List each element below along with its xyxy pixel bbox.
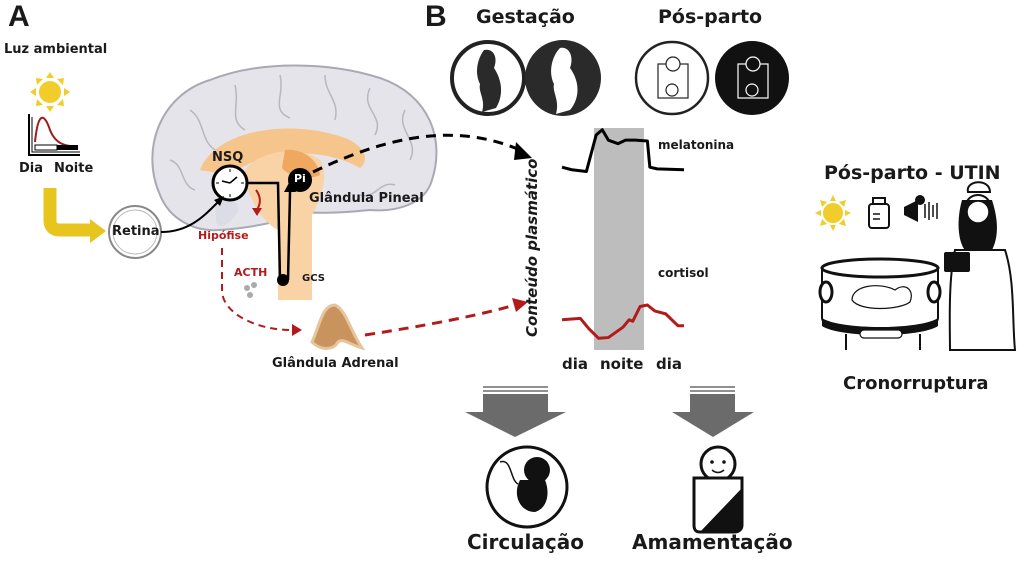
scg-label: GCS — [302, 273, 325, 284]
y-axis-label: Conteúdo plasmático — [523, 158, 541, 337]
light-curve-icon — [28, 114, 80, 156]
cortisol-label: cortisol — [658, 266, 709, 280]
pineal-gland-icon — [288, 168, 312, 192]
circulation-label: Circulação — [467, 530, 584, 554]
day-label: Dia — [19, 161, 44, 176]
adrenal-label: Glândula Adrenal — [272, 356, 399, 371]
chronodisruption-label: Cronorruptura — [843, 373, 989, 394]
light-to-retina-arrow — [43, 188, 106, 243]
mother-baby-icon-light — [634, 40, 710, 116]
adrenal-gland-icon — [310, 303, 366, 351]
pineal-short-label: Pi — [294, 172, 306, 185]
x-tick-day-1: dia — [562, 355, 589, 373]
baby-bottle-icon — [868, 197, 890, 229]
postpartum-title: Pós-parto — [658, 6, 763, 28]
noise-icon — [904, 195, 938, 222]
pregnancy-title: Gestação — [476, 6, 575, 28]
retina-label: Retina — [112, 224, 160, 239]
series-line-cortisol — [561, 303, 684, 340]
x-tick-day-2: dia — [656, 355, 683, 373]
series-line-melatonina — [561, 128, 685, 173]
down-arrow-breastfeeding — [672, 386, 754, 437]
nicu-title: Pós-parto - UTIN — [824, 162, 1001, 184]
swaddled-baby-icon — [692, 445, 744, 534]
pituitary-label: Hipófise — [198, 229, 249, 242]
panel-b-letter: B — [425, 0, 447, 33]
pregnant-woman-icon-light — [450, 40, 526, 116]
sun-icon-nicu — [815, 195, 851, 231]
panel-a-letter: A — [8, 0, 30, 33]
x-tick-night: noite — [600, 355, 644, 373]
ambient-light-label: Luz ambiental — [4, 42, 108, 57]
mother-baby-icon-dark — [715, 41, 789, 115]
pregnant-woman-icon-dark — [525, 40, 601, 116]
scn-label: NSQ — [212, 150, 244, 165]
plasma-chart — [561, 128, 685, 350]
sun-icon — [30, 72, 70, 112]
melatonin-label: melatonina — [658, 138, 735, 152]
incubator-icon — [818, 257, 942, 350]
pineal-label: Glândula Pineal — [309, 191, 424, 206]
night-label: Noite — [54, 161, 94, 176]
nurse-icon — [944, 181, 1017, 351]
breastfeeding-label: Amamentação — [632, 530, 793, 554]
down-arrow-circulation — [465, 386, 566, 437]
acth-label: ACTH — [234, 266, 268, 279]
fetus-icon — [485, 445, 569, 529]
retina-icon — [108, 205, 162, 259]
